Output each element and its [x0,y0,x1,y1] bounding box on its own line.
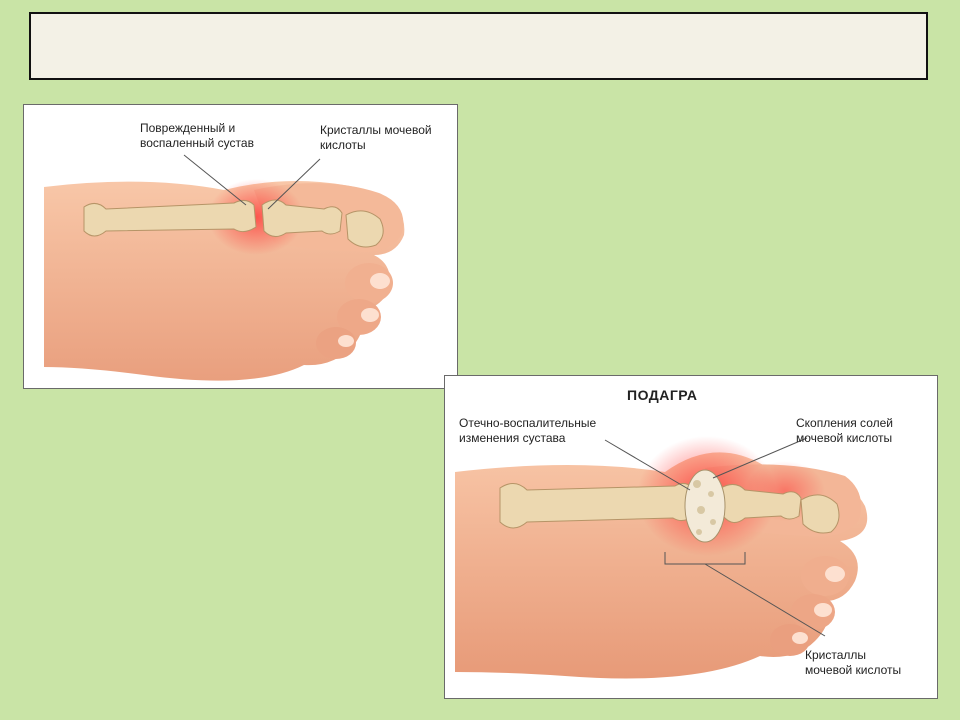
figure-gout: ПОДАГРА Отечно-воспалительные изменения … [444,375,938,699]
leader-line-crystals [704,563,826,637]
label-uric-crystals: Кристаллы мочевой кислоты [320,123,432,152]
gout-heading: ПОДАГРА [627,387,698,403]
foot-illustration-2 [455,436,868,679]
foot-illustration-1 [44,154,405,381]
leader-line-crystals [267,158,321,210]
leader-line-salts [712,437,808,479]
slide-title-box [29,12,928,80]
leader-line-joint [183,154,247,206]
leader-line-edema [604,439,691,491]
label-uric-crystals-2: Кристаллы мочевой кислоты [805,648,902,677]
label-damaged-joint: Поврежденный и воспаленный сустав [140,121,254,150]
label-salt-deposits: Скопления солей мочевой кислоты [796,416,893,445]
figure-inflamed-joint: Поврежденный и воспаленный сустав Криста… [23,104,458,389]
label-edema-changes: Отечно-воспалительные изменения сустава [459,416,597,445]
crystal-deposit [684,469,726,543]
